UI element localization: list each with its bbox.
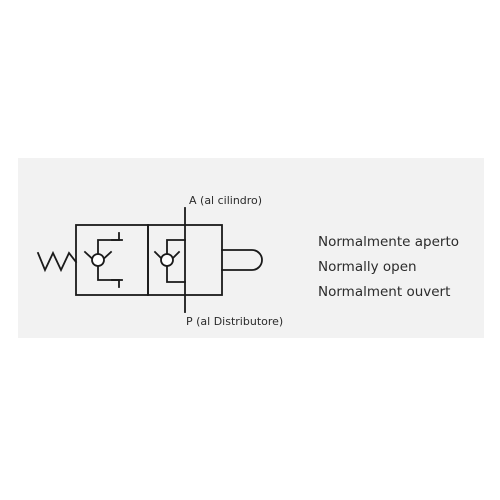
spring-symbol — [36, 250, 78, 273]
valve-envelope-left — [75, 224, 149, 296]
description-block: Normalmente aperto Normally open Normalm… — [318, 230, 488, 305]
description-french: Normalment ouvert — [318, 284, 451, 300]
port-a-label: A (al cilindro) — [189, 194, 263, 207]
description-english: Normally open — [318, 259, 417, 275]
check-valve-left — [83, 250, 113, 267]
diagram-panel — [18, 158, 484, 338]
description-italian: Normalmente aperto — [318, 234, 459, 250]
plunger-actuator — [221, 249, 263, 271]
port-p-label: P (al Distributore) — [186, 315, 284, 328]
check-valve-right — [153, 250, 181, 267]
